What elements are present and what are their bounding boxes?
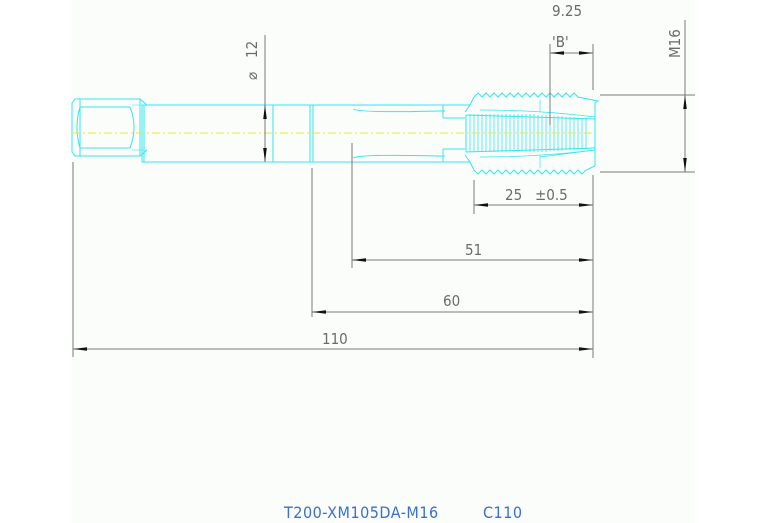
svg-text:12: 12 [243, 41, 261, 58]
part-number: T200-XM105DA-M16 [283, 503, 439, 522]
tap-outline [71, 92, 600, 175]
part-code: C110 [483, 503, 523, 522]
chamfer-id-label: 'B' [552, 33, 569, 51]
thread-tolerance-label: ±0.5 [535, 186, 568, 204]
flute-length-label: 51 [465, 241, 482, 259]
thread-length-label: 25 [505, 186, 522, 204]
chamfer-length-label: 9.25 [552, 2, 582, 20]
diameter-label: ⌀ 12 [243, 41, 261, 80]
overall-length-label: 110 [322, 330, 348, 348]
neck-length-label: 60 [443, 292, 460, 310]
thread-size-label: M16 [666, 29, 684, 58]
svg-text:⌀: ⌀ [243, 72, 261, 80]
dimension-lines [72, 20, 695, 358]
